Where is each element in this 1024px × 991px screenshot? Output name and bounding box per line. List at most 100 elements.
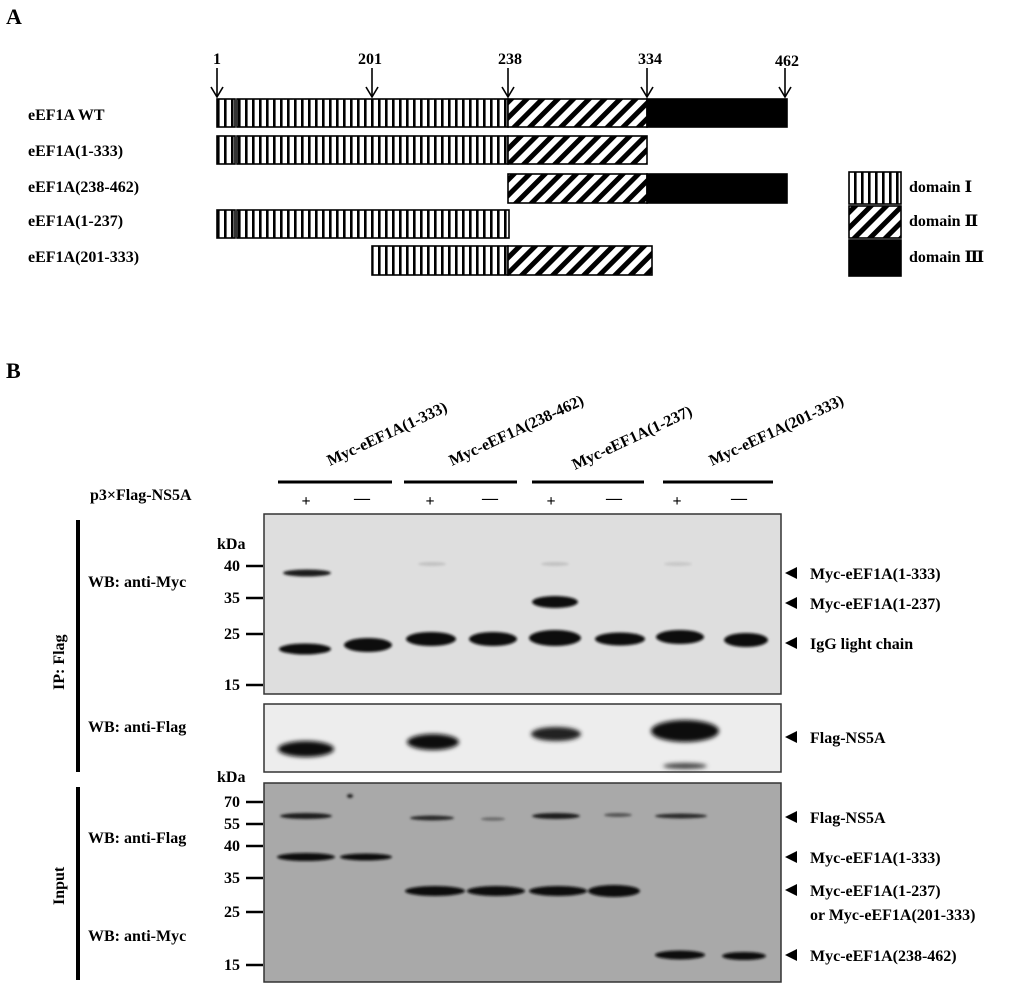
faint-band — [541, 562, 569, 566]
wb-anti-flag-label: WB: anti-Flag — [88, 719, 186, 736]
marker-label: 40 — [224, 558, 240, 575]
band — [407, 734, 459, 750]
band — [595, 632, 645, 646]
band — [656, 630, 704, 644]
band — [532, 813, 580, 819]
pointer-arrow — [785, 884, 797, 896]
domain-legend: domain Ⅰ domain Ⅱ domain Ⅲ — [848, 171, 984, 277]
pointer-arrow — [785, 731, 797, 743]
band — [406, 632, 456, 646]
pointer-arrow — [785, 567, 797, 579]
flag-ns5a-label: p3×Flag-NS5A — [90, 487, 192, 504]
band — [277, 853, 335, 861]
domain-i-segment — [236, 98, 509, 128]
position-label: 334 — [638, 51, 662, 68]
ip-myc-markers: 40 35 25 15 — [224, 558, 263, 694]
band — [604, 813, 632, 817]
band — [529, 630, 581, 646]
band — [724, 633, 768, 647]
marker-label: 25 — [224, 904, 240, 921]
construct-label: eEF1A(238-462) — [28, 179, 139, 196]
marker-label: 15 — [224, 677, 240, 694]
marker-label: 70 — [224, 794, 240, 811]
domain-i-segment — [236, 209, 510, 239]
construct-label: eEF1A(1-237) — [28, 213, 123, 230]
domain-ii-segment — [507, 98, 648, 128]
input-annotations: Flag-NS5A Myc-eEF1A(1-333) Myc-eEF1A(1-2… — [785, 810, 975, 965]
band — [651, 720, 719, 742]
marker-label: 15 — [224, 957, 240, 974]
plus-sign: + — [425, 493, 434, 510]
panel-b-label: B — [6, 358, 21, 383]
plus-sign: + — [672, 493, 681, 510]
position-arrowhead — [501, 86, 515, 99]
input-blot — [263, 782, 782, 983]
position-label: 462 — [775, 53, 799, 70]
construct-label: eEF1A WT — [28, 107, 105, 124]
position-label: 201 — [358, 51, 382, 68]
lane-group-label: Myc-eEF1A(201-333) — [707, 392, 847, 469]
lane-group-label: Myc-eEF1A(1-333) — [325, 399, 451, 470]
position-arrowhead — [210, 86, 224, 99]
ip-myc-bands — [279, 562, 768, 655]
band — [481, 817, 505, 821]
band — [467, 886, 525, 896]
construct-bars — [216, 98, 788, 276]
marker-label: 35 — [224, 590, 240, 607]
ip-flag-blot — [263, 703, 782, 773]
band-label: Myc-eEF1A(1-237) — [810, 596, 941, 613]
band — [722, 952, 766, 960]
treatment-signs: + — + — + — + — — [301, 490, 748, 510]
pointer-arrow — [785, 949, 797, 961]
band — [410, 815, 454, 821]
domain-ii-segment — [507, 173, 648, 204]
faint-band — [664, 562, 692, 566]
pointer-arrow — [785, 811, 797, 823]
lane-group-label: Myc-eEF1A(238-462) — [447, 392, 587, 469]
band-label: Myc-eEF1A(1-333) — [810, 850, 941, 867]
input-label: Input — [51, 866, 68, 905]
speck — [347, 794, 353, 798]
band-label: Flag-NS5A — [810, 810, 886, 827]
band — [531, 727, 581, 741]
faint-band — [418, 562, 446, 566]
panel-a-label: A — [6, 4, 22, 29]
band — [283, 569, 331, 577]
band — [340, 853, 392, 861]
position-label: 238 — [498, 51, 522, 68]
construct-label: eEF1A(1-333) — [28, 143, 123, 160]
band — [655, 813, 707, 819]
wb-anti-myc-label: WB: anti-Myc — [88, 574, 186, 591]
legend-swatch-domain-i — [848, 171, 902, 205]
domain-iii-segment — [646, 173, 788, 204]
ip-myc-blot — [263, 513, 782, 695]
ip-flag-label: IP: Flag — [51, 634, 68, 690]
pointer-arrow — [785, 597, 797, 609]
band-label: IgG light chain — [810, 636, 913, 653]
position-markers: 1 201 238 334 462 — [210, 51, 799, 99]
ip-flag-bands — [278, 720, 719, 769]
legend-label: domain Ⅲ — [909, 249, 984, 266]
band — [588, 885, 640, 897]
domain-i-segment — [216, 209, 236, 239]
plus-sign: + — [546, 493, 555, 510]
minus-sign: — — [605, 490, 623, 507]
legend-swatch-domain-iii — [848, 239, 902, 277]
minus-sign: — — [730, 490, 748, 507]
band — [280, 813, 332, 819]
band-label: Myc-eEF1A(1-237) — [810, 883, 941, 900]
band-label: Myc-eEF1A(1-333) — [810, 566, 941, 583]
band-label: Flag-NS5A — [810, 730, 886, 747]
band — [663, 763, 707, 769]
band — [405, 886, 465, 896]
domain-i-segment — [216, 135, 236, 165]
wb-anti-myc-input-label: WB: anti-Myc — [88, 928, 186, 945]
domain-ii-segment — [507, 245, 653, 276]
position-arrowhead — [365, 86, 379, 99]
legend-label: domain Ⅱ — [909, 213, 978, 230]
domain-i-segment — [216, 98, 236, 128]
minus-sign: — — [353, 490, 371, 507]
band-label: or Myc-eEF1A(201-333) — [810, 907, 975, 924]
construct-label: eEF1A(201-333) — [28, 249, 139, 266]
